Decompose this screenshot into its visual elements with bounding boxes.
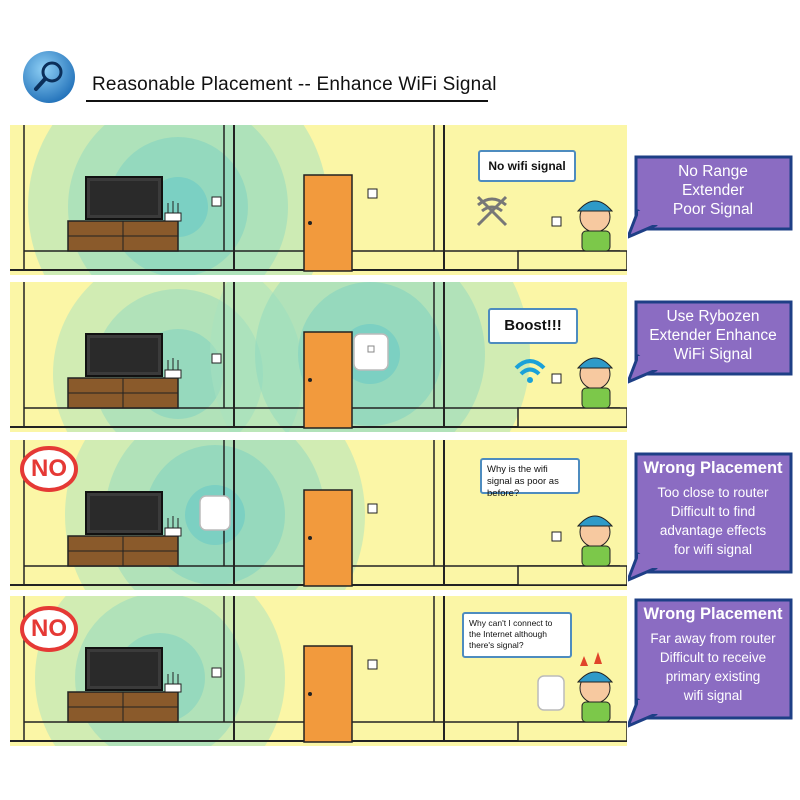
callout-line: Far away from router [650, 631, 776, 646]
callout-panel-2: Use Rybozen Extender Enhance WiFi Signal [628, 300, 794, 384]
speech-bubble-4: Why can't I connect to the Internet alth… [462, 612, 572, 658]
callout-line: Poor Signal [672, 201, 754, 218]
callout-line: Difficult to receive [659, 650, 767, 665]
callout-line: primary existing [665, 669, 761, 684]
page-title: Reasonable Placement -- Enhance WiFi Sig… [92, 74, 497, 95]
callout-panel-1: No Range Extender Poor Signal [628, 155, 794, 239]
speech-bubble-2: Boost!!! [488, 308, 578, 344]
callout-heading: Wrong Placement [643, 459, 783, 477]
callout-line: Difficult to find [670, 504, 756, 519]
callout-line: WiFi Signal [673, 346, 753, 363]
title-underline [86, 100, 488, 102]
speech-bubble-text: Why can't I connect to the Internet alth… [469, 618, 553, 650]
callout-heading: Wrong Placement [643, 605, 783, 623]
callout-line: Too close to router [657, 485, 769, 500]
callout-panel-4: Wrong Placement Far away from router Dif… [628, 598, 794, 728]
magnifier-icon [22, 50, 76, 104]
callout-panel-3: Wrong Placement Too close to router Diff… [628, 452, 794, 582]
speech-bubble-1: No wifi signal [478, 150, 576, 182]
speech-bubble-text: No wifi signal [488, 159, 566, 173]
scene-panel-3 [10, 440, 627, 590]
callout-line: Extender [681, 182, 745, 199]
speech-bubble-3: Why is the wifi signal as poor as before… [480, 458, 580, 499]
callout-line: wifi signal [683, 688, 743, 703]
scene-panel-4 [10, 596, 627, 746]
no-badge-4: NO [20, 606, 78, 652]
callout-line: advantage effects [659, 523, 767, 538]
callout-line: No Range [678, 163, 748, 180]
no-badge-label: NO [31, 455, 67, 482]
no-badge-label: NO [31, 615, 67, 642]
callout-line: Extender Enhance [649, 327, 777, 344]
scene-panel-2 [10, 282, 627, 432]
scene-panel-1 [10, 125, 627, 275]
speech-bubble-text: Why is the wifi signal as poor as before… [487, 464, 559, 499]
callout-line: Use Rybozen [666, 308, 760, 325]
no-badge-3: NO [20, 446, 78, 492]
callout-line: for wifi signal [673, 542, 753, 557]
speech-bubble-text: Boost!!! [504, 317, 562, 334]
